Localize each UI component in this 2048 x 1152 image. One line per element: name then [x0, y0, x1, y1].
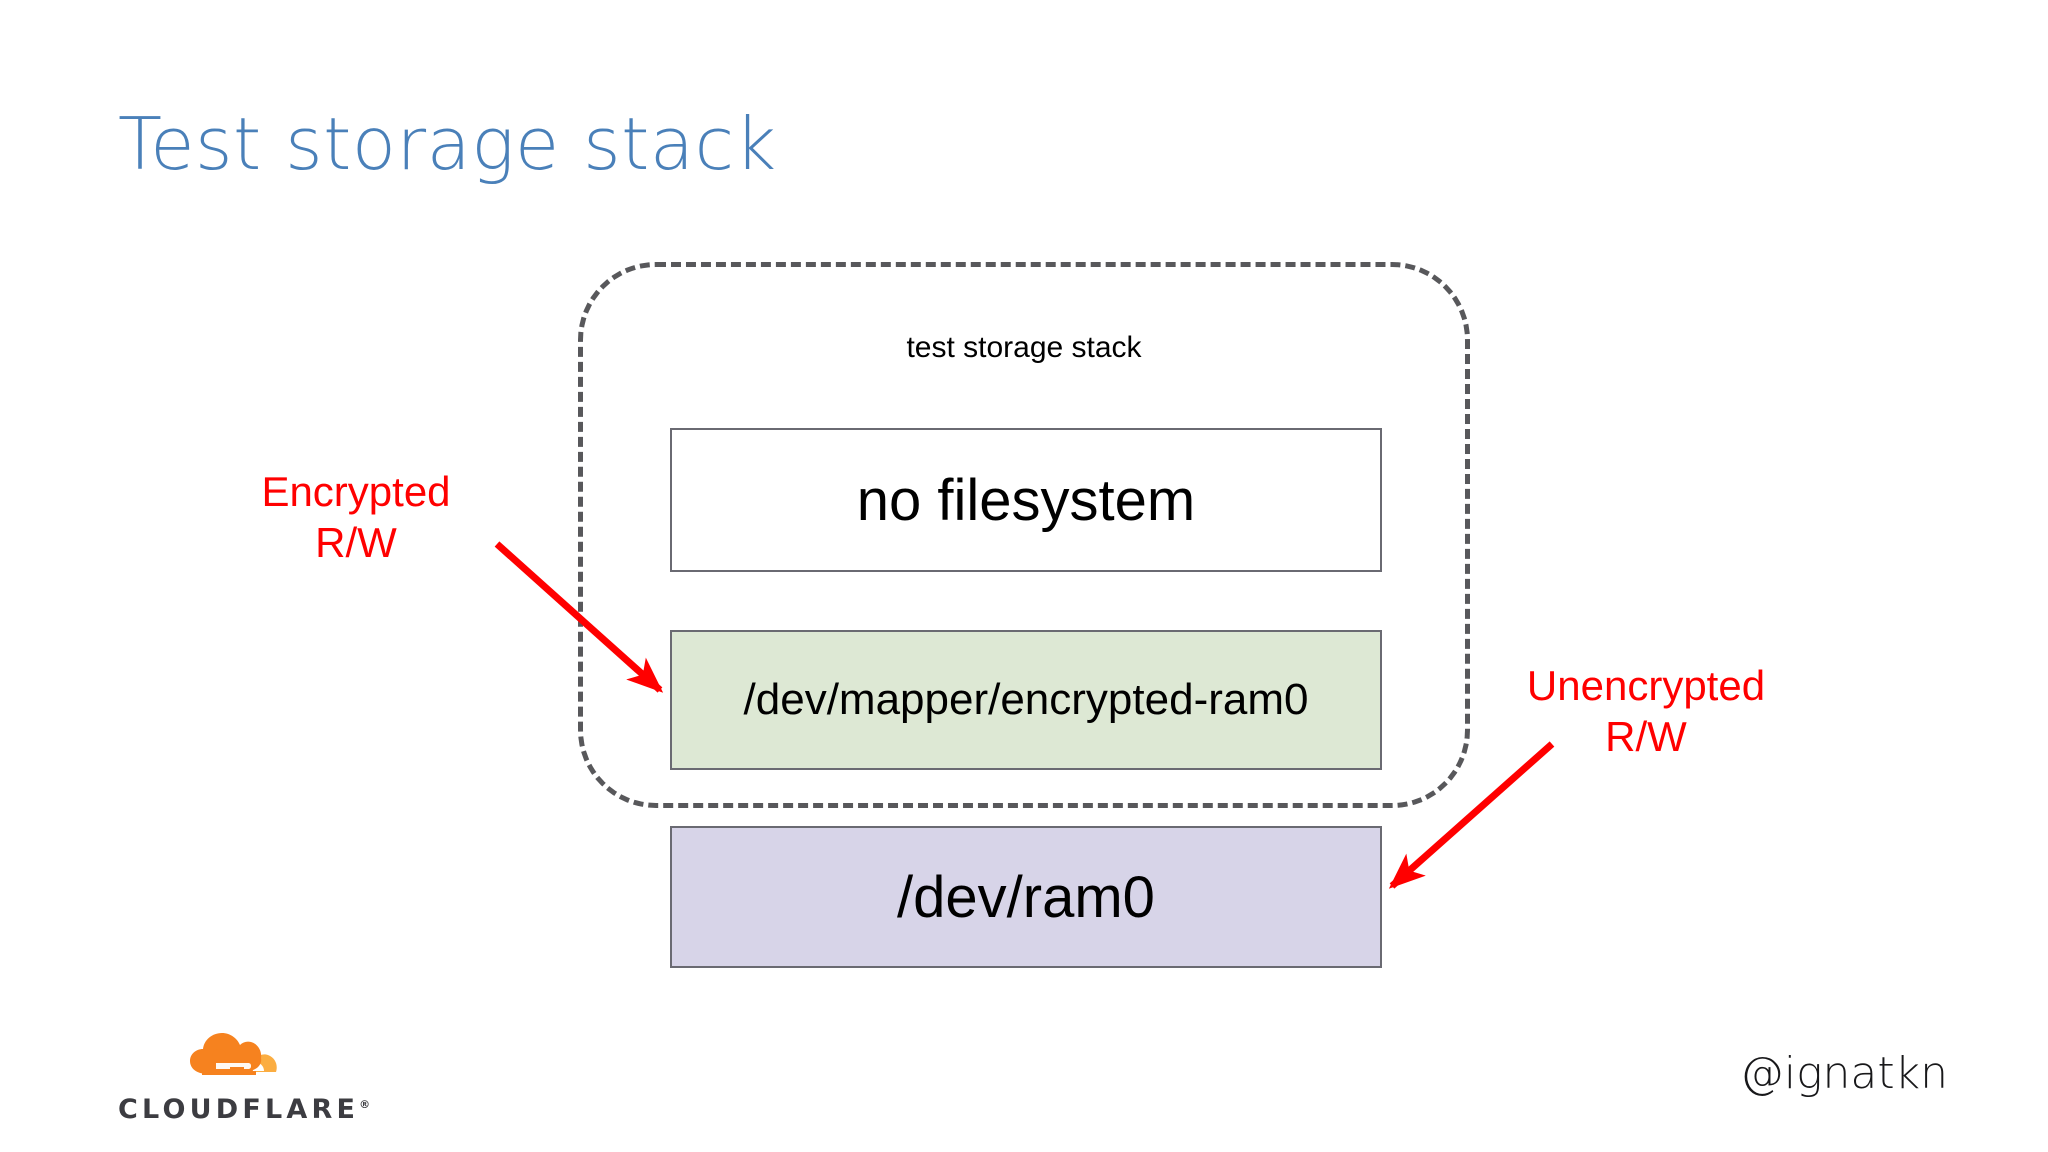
- layer-no-filesystem: no filesystem: [670, 428, 1382, 572]
- layer-ram0-label: /dev/ram0: [897, 864, 1155, 930]
- registered-trademark-icon: ®: [359, 1098, 371, 1111]
- annotation-unencrypted-rw: Unencrypted R/W: [1526, 662, 1766, 761]
- layer-encrypted-ram0: /dev/mapper/encrypted-ram0: [670, 630, 1382, 770]
- page-title: Test storage stack: [118, 102, 777, 186]
- layer-encrypted-ram0-label: /dev/mapper/encrypted-ram0: [743, 675, 1309, 724]
- cloudflare-logo: CLOUDFLARE®: [118, 1030, 370, 1132]
- test-storage-stack-container: [578, 262, 1470, 808]
- cloudflare-wordmark-text: CLOUDFLARE: [118, 1094, 360, 1125]
- author-handle: @ignatkn: [1739, 1048, 1948, 1099]
- layer-no-filesystem-label: no filesystem: [856, 467, 1196, 533]
- cloud-icon: [190, 1033, 277, 1075]
- annotation-encrypted-rw: Encrypted R/W: [261, 468, 451, 567]
- layer-ram0: /dev/ram0: [670, 826, 1382, 968]
- container-label: test storage stack: [906, 331, 1142, 364]
- cloudflare-wordmark: CLOUDFLARE®: [118, 1094, 370, 1125]
